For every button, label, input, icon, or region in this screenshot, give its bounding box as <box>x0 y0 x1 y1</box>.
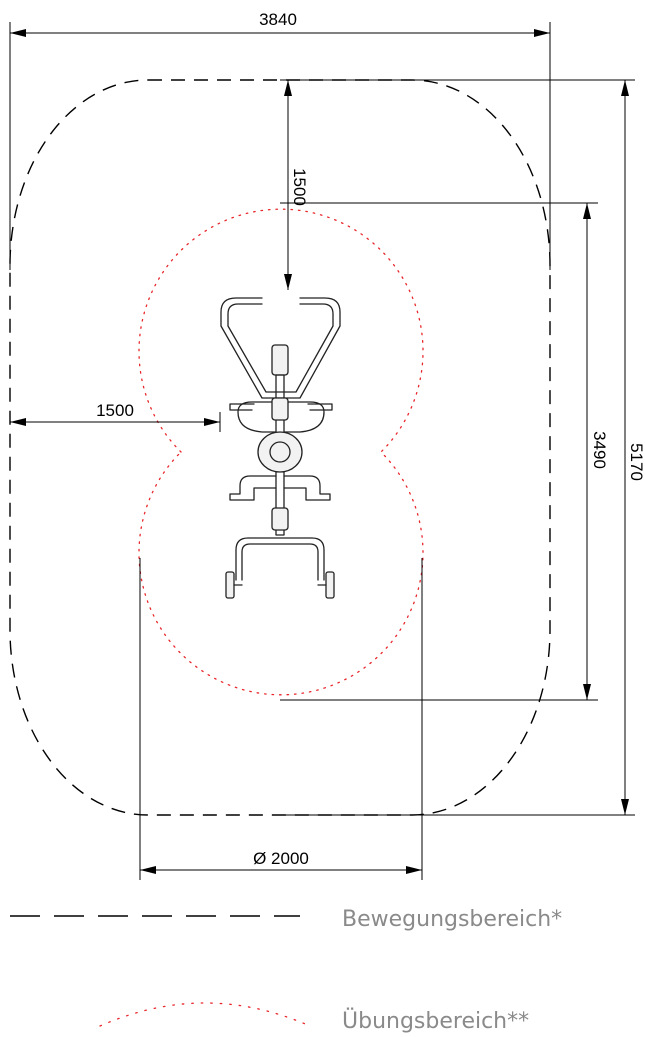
pivot-wheel <box>257 431 303 473</box>
overall-length-label: 5170 <box>627 443 645 481</box>
dimension-exercise-length: 3490 <box>280 202 609 701</box>
lower-foot-plate-right <box>283 475 331 501</box>
front-clearance-label: 1500 <box>290 168 309 206</box>
dimension-overall-length: 5170 <box>280 79 645 816</box>
upper-foot-plate-left <box>237 401 277 433</box>
rear-frame <box>235 537 325 581</box>
legend-exercise-area-label: Übungsbereich** <box>342 1008 529 1034</box>
upper-foot-plate-right <box>283 401 325 433</box>
rear-wheel-right <box>325 571 335 599</box>
legend-exercise-area-swatch <box>99 1002 311 1027</box>
dimension-side-clearance: 1500 <box>10 401 221 432</box>
dimension-exercise-diameter: Ø 2000 <box>139 558 423 880</box>
dimension-overall-width: 3840 <box>9 10 551 270</box>
exercise-length-label: 3490 <box>590 431 609 469</box>
exercise-diameter-label: Ø 2000 <box>253 849 309 868</box>
overall-width-label: 3840 <box>259 10 297 29</box>
side-clearance-label: 1500 <box>96 401 134 420</box>
dimension-front-clearance: 1500 <box>284 80 309 290</box>
legend: Bewegungsbereich* Übungsbereich** <box>10 907 562 1034</box>
fitness-equipment-top-view <box>220 297 341 599</box>
rear-wheel-left <box>225 571 235 599</box>
legend-movement-area-label: Bewegungsbereich* <box>342 907 562 932</box>
lower-foot-plate-left <box>229 475 277 501</box>
